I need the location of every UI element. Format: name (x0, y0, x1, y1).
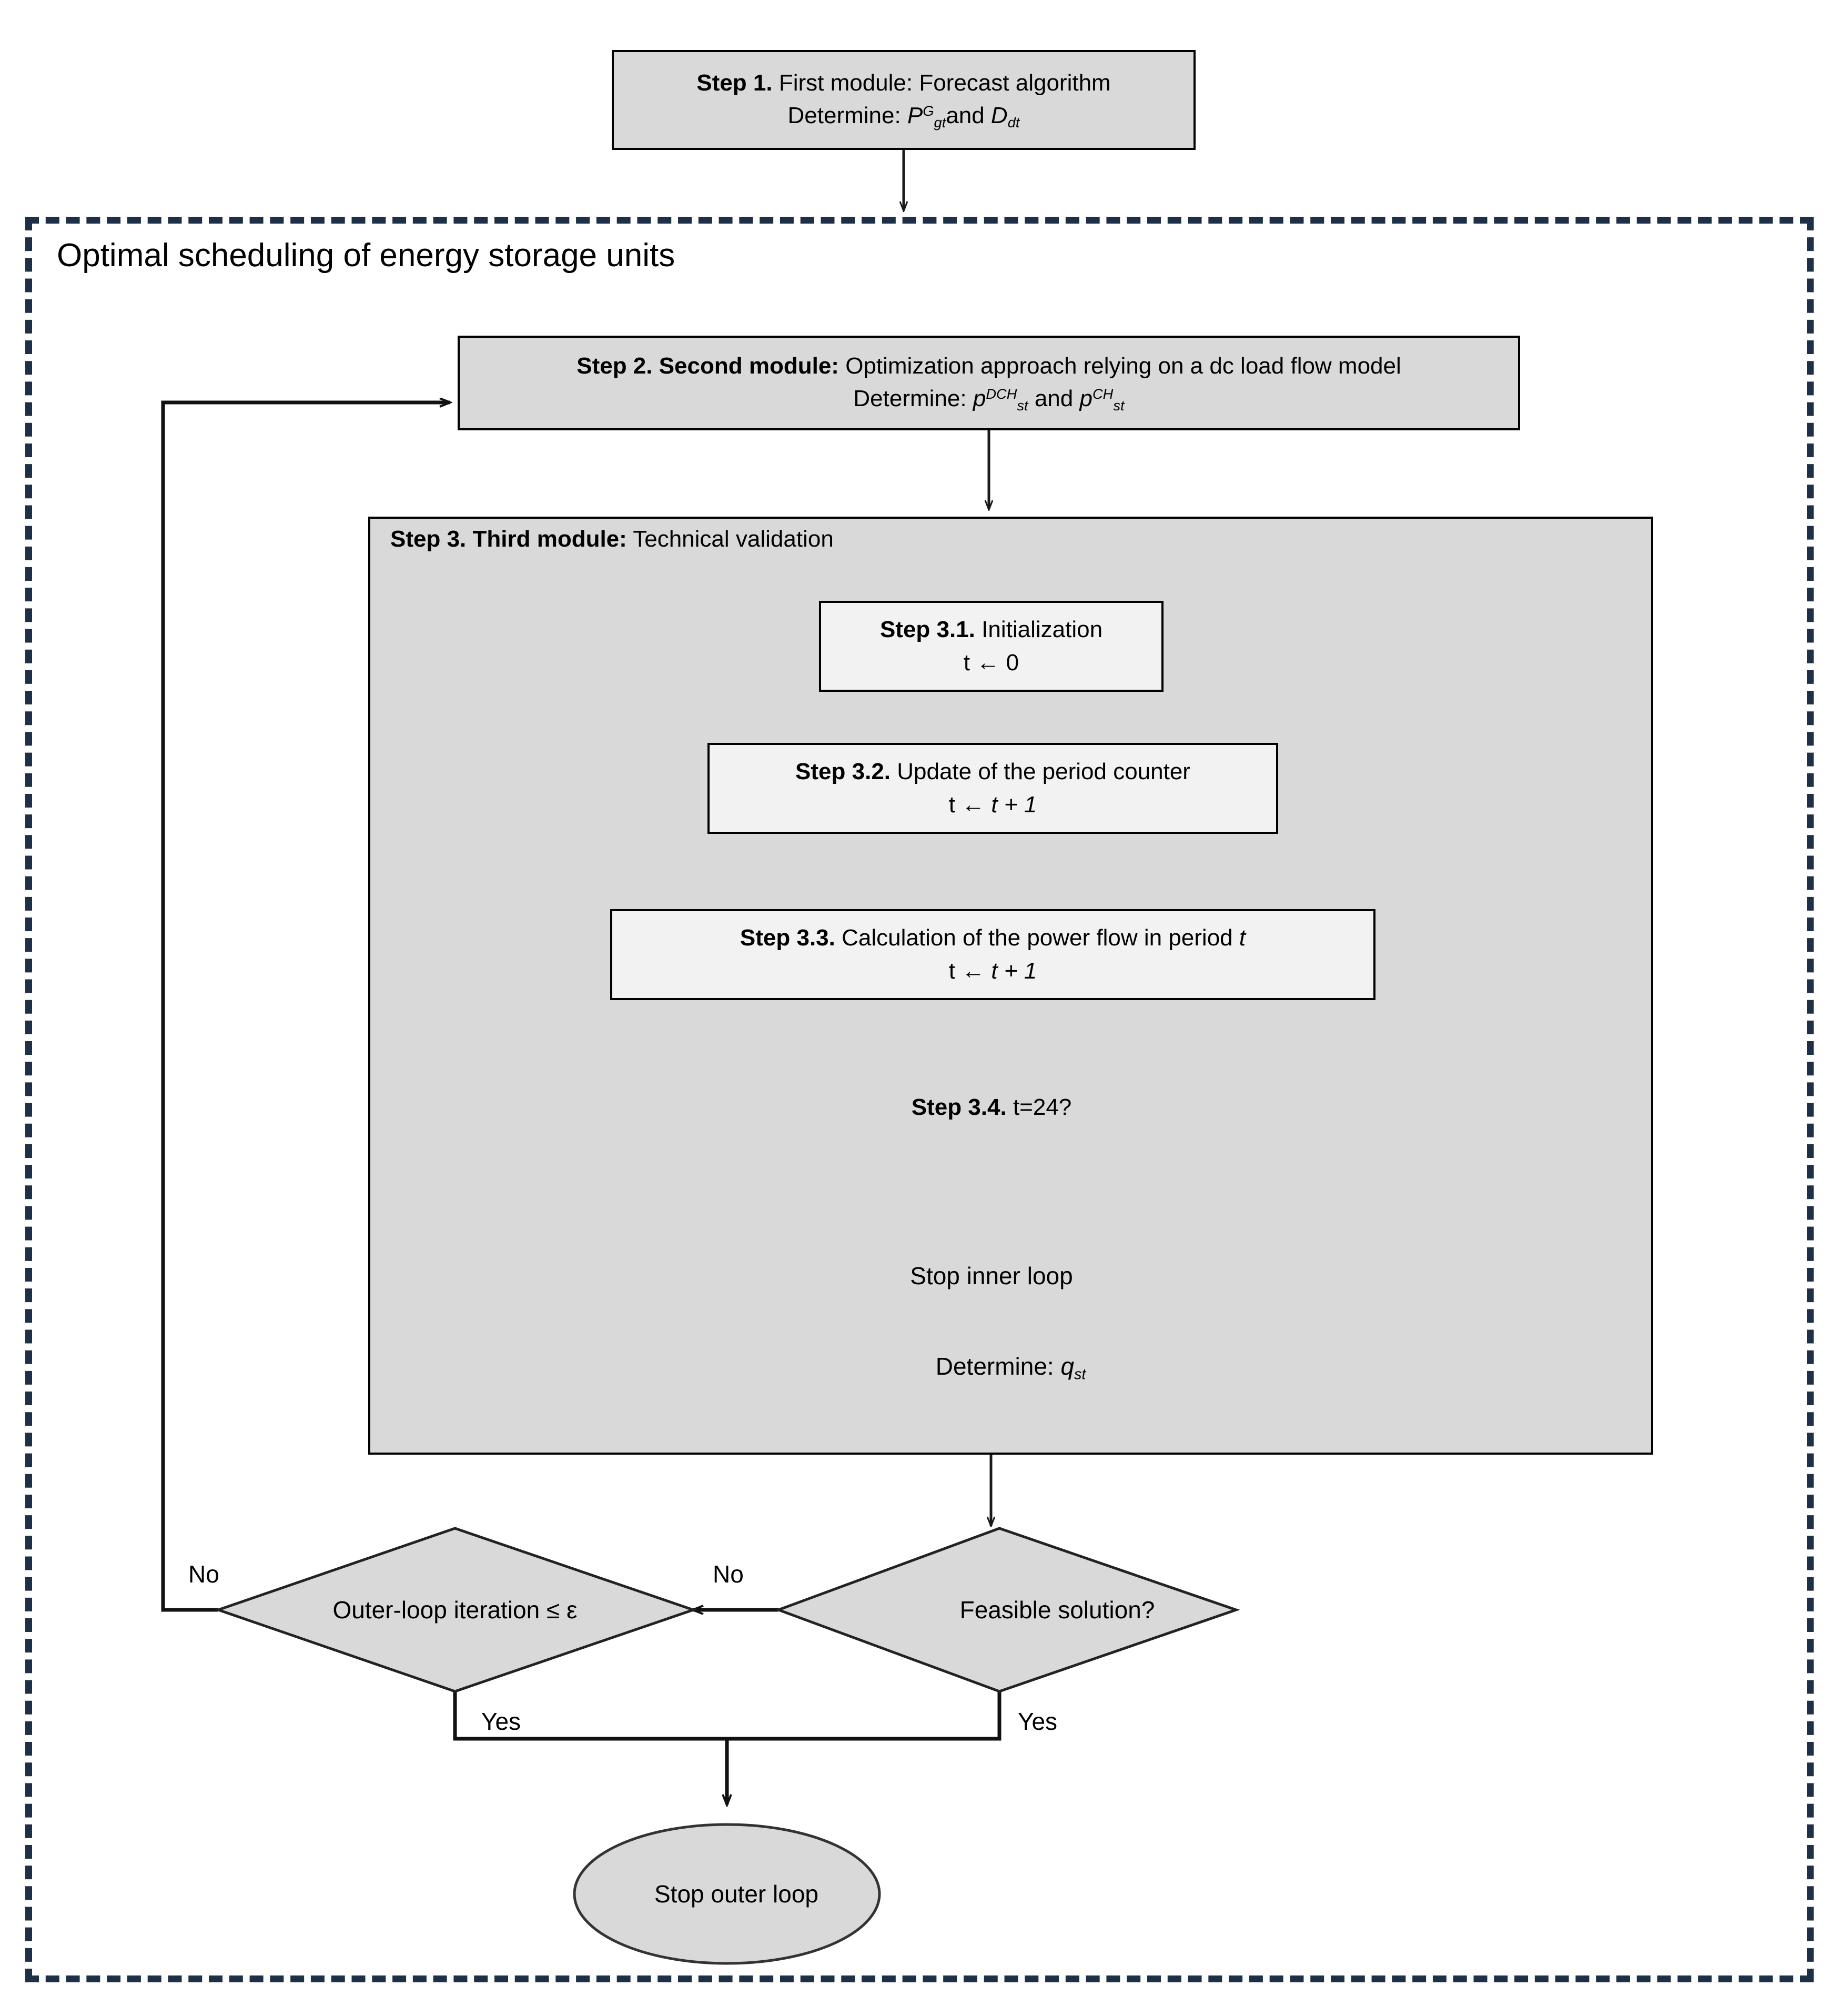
step33-line2-var: t (948, 957, 955, 984)
step2-line1-rest: Optimization approach relying on a dc lo… (838, 352, 1401, 379)
feasible-diamond (774, 1527, 1240, 1693)
step2-joiner: and (1028, 386, 1080, 412)
step1-symbol-p-sup: G (923, 103, 934, 119)
step33-line1: Step 3.3. Calculation of the power flow … (740, 922, 1246, 954)
step31-line2: t ← 0 (963, 649, 1019, 676)
step2-determine-prefix: Determine: (853, 386, 973, 412)
step33-line1-bold: Step 3.3. (740, 925, 835, 951)
step33-line2: t ← t + 1 (740, 955, 1246, 987)
step32-node[interactable]: Step 3.2. Update of the period counter t… (707, 743, 1278, 834)
step33-line2-rest: ← t + 1 (955, 957, 1037, 984)
step3-title-rest: Technical validation (626, 526, 834, 552)
step1-symbol-p: P (907, 103, 923, 129)
step33-line1-rest: Calculation of the power flow in period (835, 925, 1239, 951)
determine-q-symbol: q (1060, 1353, 1075, 1380)
step2-symbol-pdch-sub: st (1017, 397, 1028, 414)
step32-line1: Step 3.2. Update of the period counter (795, 755, 1190, 788)
step1-node[interactable]: Step 1. First module: Forecast algorithm… (612, 50, 1196, 150)
step2-line1-bold: Step 2. Second module: (576, 352, 839, 379)
edge-label-yes-right: Yes (1018, 1708, 1058, 1735)
step2-text: Step 2. Second module: Optimization appr… (576, 350, 1401, 416)
step1-line1: Step 1. First module: Forecast algorithm (696, 67, 1110, 99)
step32-line2-var: t (948, 791, 955, 818)
optimal-scheduling-group-frame (25, 217, 1814, 1982)
step1-line2: Determine: PGgtand Ddt (696, 99, 1110, 133)
step2-symbol-pch: p (1079, 386, 1093, 412)
step3-title: Step 3. Third module: Technical validati… (390, 526, 834, 552)
step32-line1-bold: Step 3.2. (795, 759, 891, 785)
step31-text: Step 3.1. Initialization t ← 0 (880, 613, 1102, 679)
group-title: Optimal scheduling of energy storage uni… (57, 237, 675, 274)
step33-line1-italic: t (1239, 925, 1246, 951)
edge-label-no-left: No (188, 1560, 219, 1588)
outer-loop-diamond (214, 1527, 697, 1693)
step33-text: Step 3.3. Calculation of the power flow … (740, 922, 1246, 987)
determine-q-sub: st (1074, 1366, 1086, 1383)
step2-symbol-pdch-sup: DCH (986, 386, 1017, 402)
step1-symbol-d-sub: dt (1007, 114, 1020, 131)
step31-line1-bold: Step 3.1. (879, 617, 975, 643)
step2-symbol-pch-sub: st (1113, 397, 1125, 414)
determine-q-prefix: Determine: (935, 1353, 1061, 1380)
step31-line1-rest: Initialization (975, 617, 1103, 643)
step1-joiner: and (946, 103, 991, 129)
step2-line2: Determine: pDCHst and pCHst (576, 382, 1401, 416)
step2-symbol-pch-sup: CH (1092, 386, 1114, 402)
step32-text: Step 3.2. Update of the period counter t… (795, 755, 1190, 821)
step31-node[interactable]: Step 3.1. Initialization t ← 0 (819, 601, 1164, 692)
outer-stop-ellipse (573, 1823, 881, 1965)
step1-determine-prefix: Determine: (787, 103, 907, 129)
step1-line1-rest: First module: Forecast algorithm (772, 69, 1111, 96)
step32-line1-rest: Update of the period counter (891, 759, 1190, 785)
edge-label-yes-left: Yes (481, 1708, 521, 1735)
step1-symbol-d: D (990, 103, 1008, 129)
step1-text: Step 1. First module: Forecast algorithm… (696, 67, 1110, 133)
step2-node[interactable]: Step 2. Second module: Optimization appr… (458, 336, 1520, 430)
step33-node[interactable]: Step 3.3. Calculation of the power flow … (610, 909, 1375, 1000)
step1-line1-bold: Step 1. (696, 69, 773, 96)
step32-line2: t ← t + 1 (795, 789, 1190, 821)
step32-line2-rest: ← t + 1 (955, 791, 1037, 818)
step1-symbol-p-sub: gt (934, 114, 946, 131)
step2-line1: Step 2. Second module: Optimization appr… (576, 350, 1401, 382)
step31-line1: Step 3.1. Initialization (880, 613, 1102, 646)
edge-label-no-middle: No (713, 1560, 744, 1588)
step3-title-bold: Step 3. Third module: (390, 526, 627, 552)
edge-outer-no-to-step2 (161, 402, 450, 1612)
step3-determine-output: Determine: qst (368, 1352, 1653, 1384)
step2-symbol-pdch: p (973, 386, 986, 412)
